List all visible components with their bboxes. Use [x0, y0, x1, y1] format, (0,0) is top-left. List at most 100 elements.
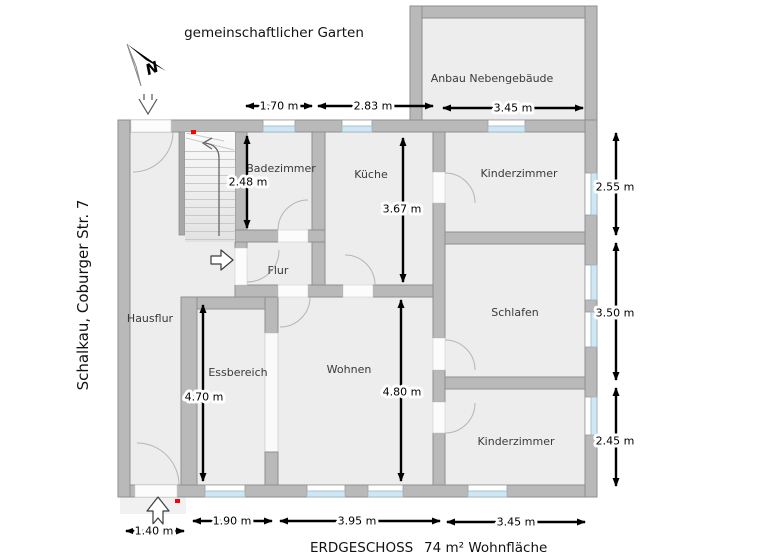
entry-arrow-right-icon: [210, 249, 234, 271]
red-entry-dot-bottom: [175, 499, 180, 503]
interior-walls: [178, 131, 586, 486]
dim-bottom-1-label: 1.90 m: [213, 515, 252, 528]
dim-top-2: 2.83 m: [317, 97, 434, 116]
room-labels: Anbau Nebengebäude Badezimmer Küche Kind…: [127, 72, 558, 448]
compass: N: [126, 43, 166, 87]
anbau-wall-top: [409, 5, 598, 19]
dim-badezimmer: 2.48 m: [226, 135, 270, 229]
stair-side-wall: [178, 131, 186, 236]
dim-bottom-3-label: 3.45 m: [497, 516, 536, 529]
flur-bottom-wall-b: [307, 284, 344, 298]
window-wohnen-2: [367, 484, 404, 498]
room-label-badezimmer: Badezimmer: [246, 162, 316, 175]
ess-wohnen-opening: [264, 332, 279, 453]
dim-essbereich-label: 4.70 m: [185, 391, 224, 404]
ess-wohnen-wall-top: [264, 296, 279, 334]
room-label-schlafen: Schlafen: [491, 306, 538, 319]
window-schlafen-2: [584, 311, 598, 348]
schlafen-door-arc: [444, 339, 476, 371]
floor-title: ERDGESCHOSS: [310, 540, 413, 556]
entry-arrow-up-icon: [146, 496, 170, 525]
area-label: 74 m² Wohnfläche: [424, 540, 547, 556]
compass-tail-icon: [126, 43, 142, 87]
dim-bottom-2-label: 3.95 m: [338, 515, 377, 528]
center-wall-seg4: [432, 432, 446, 486]
window-wohnen-1: [306, 484, 346, 498]
room-label-essbereich: Essbereich: [208, 366, 267, 379]
stair-winder-2: [185, 132, 225, 142]
room-label-kueche: Küche: [354, 168, 388, 181]
window-schlafen-1: [584, 264, 598, 301]
entrance-door-bottom-arc: [136, 442, 180, 486]
entry-markers: [175, 130, 196, 503]
ess-wohnen-wall-bottom: [264, 451, 279, 486]
stair-arrow-head: [201, 137, 213, 150]
windows: [204, 119, 598, 498]
dim-entrance: 1.40 m: [125, 522, 185, 541]
address-label: Schalkau, Coburger Str. 7: [74, 200, 92, 391]
window-kinderzimmer-top-east: [584, 172, 598, 216]
dim-top-1-label: 1.70 m: [260, 100, 299, 113]
main-wall-left: [117, 119, 131, 498]
window-kinderzimmer-top-north: [487, 119, 526, 133]
dim-bottom-3: 3.45 m: [446, 513, 586, 532]
dim-top-2-label: 2.83 m: [354, 100, 393, 113]
dim-essbereich: 4.70 m: [182, 304, 226, 482]
badezimmer-bottom-wall-a: [234, 229, 279, 243]
anbau-wall-left: [409, 5, 423, 121]
dim-top-3-label: 3.45 m: [494, 102, 533, 115]
dim-entrance-label: 1.40 m: [135, 525, 174, 538]
anbau-floor: [422, 18, 585, 120]
center-wall-seg1: [432, 131, 446, 173]
dim-right-1: 2.55 m: [593, 132, 637, 236]
dim-bottom-1: 1.90 m: [192, 512, 273, 531]
room-label-kinderzimmer-bottom: Kinderzimmer: [477, 435, 555, 448]
entrance-arrows: [138, 94, 234, 525]
stair-direction-arrow: [204, 142, 220, 236]
doors: [130, 119, 476, 498]
dim-bottom-2: 3.95 m: [279, 512, 441, 531]
schlafen-door: [432, 337, 446, 371]
window-badezimmer: [262, 119, 296, 133]
dim-right-3: 2.45 m: [593, 387, 637, 487]
room-label-kinderzimmer-top: Kinderzimmer: [480, 167, 558, 180]
dim-right-2: 3.50 m: [593, 242, 637, 381]
garden-title: gemeinschaftlicher Garten: [184, 25, 364, 41]
badezimmer-bottom-wall-b: [307, 229, 326, 243]
room-label-anbau: Anbau Nebengebäude: [431, 72, 554, 85]
kinderzimmer-bottom-door: [432, 401, 446, 434]
flur-door-arc: [246, 249, 280, 283]
kinderzimmer-bottom-door-arc: [444, 402, 476, 434]
dim-right-3-label: 2.45 m: [596, 435, 635, 448]
kinderzimmer-schlafen-wall: [444, 231, 586, 245]
kueche-door-arc: [344, 254, 376, 286]
room-label-flur: Flur: [268, 264, 289, 277]
stair-treads: [185, 144, 235, 242]
wohnen-door-arc: [279, 296, 311, 328]
entry-chevron-top-icon: [138, 94, 158, 116]
window-essbereich: [204, 484, 246, 498]
dim-top-1: 1.70 m: [245, 97, 313, 116]
dim-kueche-label: 3.67 m: [383, 203, 422, 216]
kueche-door: [342, 284, 374, 298]
kinderzimmer-top-door-arc: [444, 172, 476, 204]
entrance-door-bottom: [134, 484, 178, 498]
window-kueche: [341, 119, 373, 133]
entrance-door-top: [130, 119, 172, 133]
anbau-wall-right: [584, 5, 598, 121]
room-label-hausflur: Hausflur: [127, 312, 174, 325]
flur-bottom-wall-a: [234, 284, 279, 298]
dim-badezimmer-label: 2.48 m: [229, 176, 268, 189]
badezimmer-door: [277, 229, 309, 243]
room-label-wohnen: Wohnen: [327, 363, 372, 376]
window-kinderzimmer-bottom-south: [467, 484, 508, 498]
dim-top-3: 3.45 m: [442, 99, 584, 118]
staircase: [185, 132, 235, 242]
main-wall-bottom: [117, 484, 598, 498]
dim-right-2-label: 3.50 m: [596, 307, 635, 320]
entrance-door-top-arc: [132, 131, 174, 173]
badezimmer-door-arc: [277, 199, 309, 231]
dim-wohnen-label: 4.80 m: [383, 386, 422, 399]
